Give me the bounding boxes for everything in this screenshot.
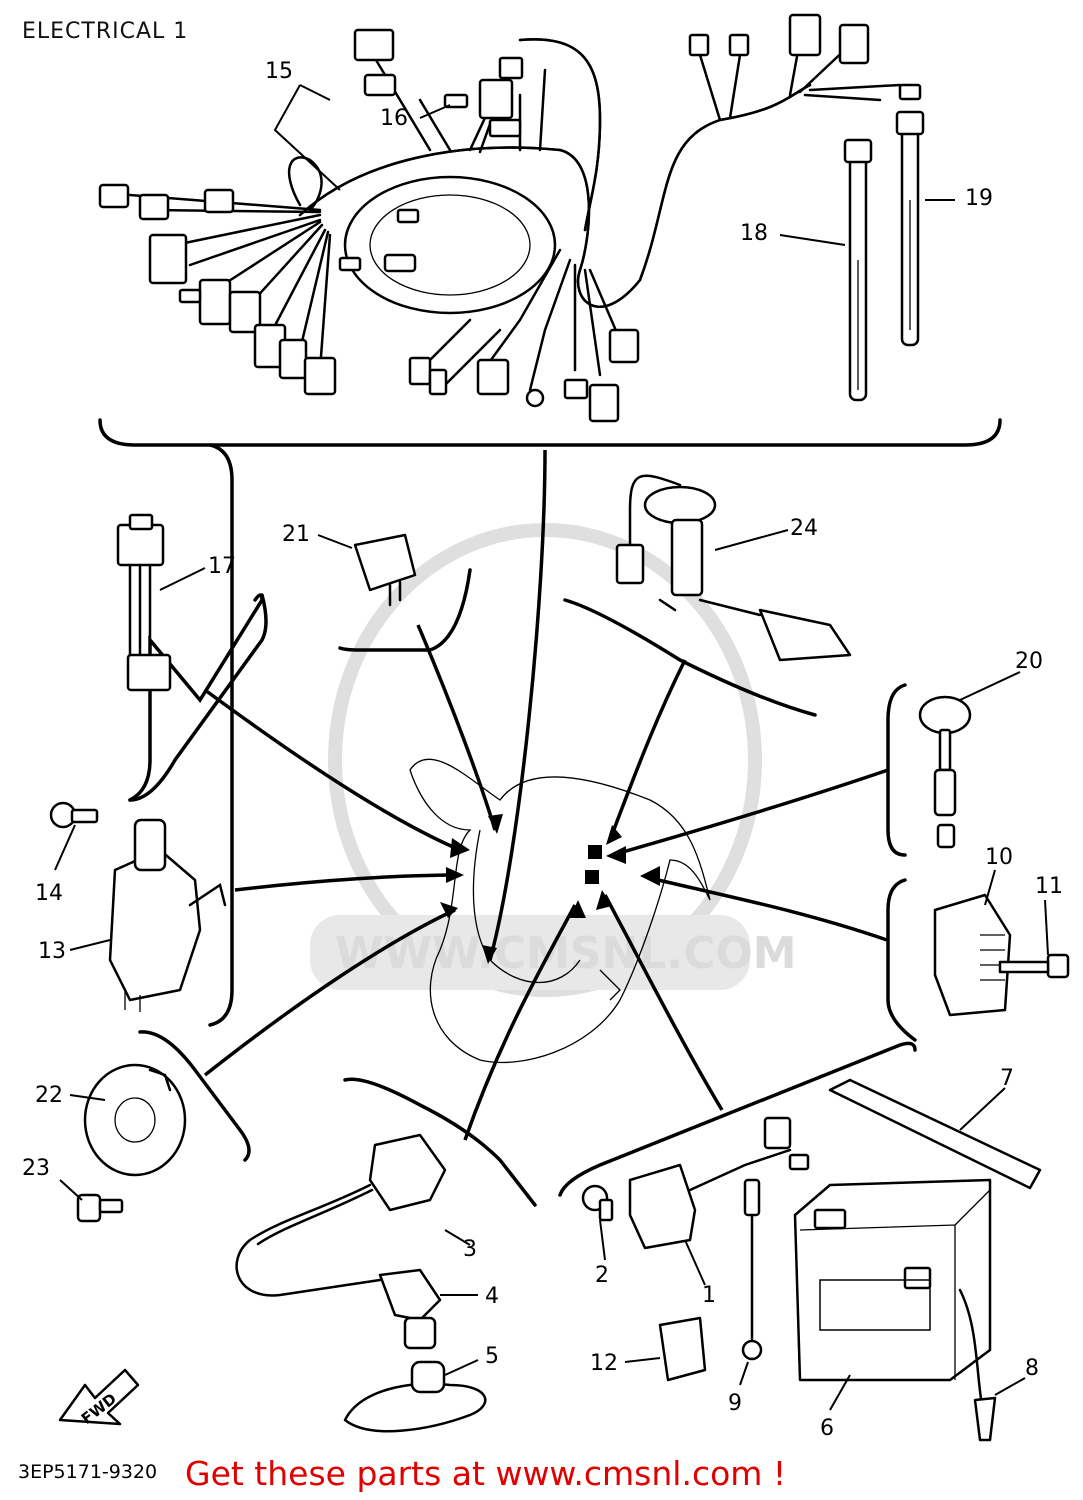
forward-arrow: FWD	[58, 1368, 140, 1428]
leader-20	[959, 671, 1021, 701]
lead-9	[741, 1178, 763, 1361]
bracket-13	[208, 443, 234, 1027]
callout-13: 13	[38, 939, 66, 964]
callout-8: 8	[1025, 1356, 1039, 1381]
callout-21: 21	[282, 522, 310, 547]
leader-21	[317, 534, 353, 549]
callout-15: 15	[265, 59, 293, 84]
leader-15	[273, 84, 341, 191]
bracket-17b	[128, 593, 268, 802]
callout-19: 19	[965, 186, 993, 211]
callout-9: 9	[728, 1391, 742, 1416]
callout-labels: 1 2 3 4 5 6 7 8 9 10 11 12 13 14 15 16 1…	[22, 59, 1063, 1441]
sub-lead-17	[116, 513, 172, 692]
strap-7	[828, 1078, 1042, 1190]
leader-7	[959, 1087, 1006, 1131]
leader-10	[984, 869, 996, 906]
relay-12	[658, 1316, 707, 1382]
callout-5: 5	[485, 1344, 499, 1369]
bracket-24	[563, 598, 817, 717]
leader-12	[624, 1357, 661, 1363]
harness-bracket	[98, 418, 1002, 447]
plug-cap-4	[378, 1268, 442, 1350]
rectifier-10	[933, 893, 1012, 1017]
leader-23	[59, 1179, 83, 1201]
callout-10: 10	[985, 845, 1013, 870]
callout-24: 24	[790, 516, 818, 541]
leader-2	[599, 1219, 606, 1261]
bracket-3	[343, 1077, 537, 1207]
callout-1: 1	[702, 1283, 716, 1308]
leader-8	[994, 1377, 1026, 1396]
leader-1	[684, 1239, 706, 1286]
leader-5	[444, 1359, 479, 1376]
callout-14: 14	[35, 881, 63, 906]
sensor-20	[918, 695, 972, 849]
relay-21	[353, 533, 417, 607]
fuel-sender-24	[615, 474, 852, 662]
callout-11: 11	[1035, 874, 1063, 899]
watermark: WWW.CMSNL.COM	[310, 523, 797, 997]
diagram-title: ELECTRICAL 1	[22, 19, 188, 44]
callout-3: 3	[463, 1237, 477, 1262]
promo-link[interactable]: Get these parts at www.cmsnl.com !	[185, 1454, 786, 1493]
bracket-22	[138, 1030, 251, 1162]
leader-24	[714, 529, 789, 551]
bracket-10	[886, 878, 917, 1042]
leader-6	[829, 1374, 851, 1411]
leader-17	[159, 567, 206, 591]
main-switch-13	[108, 818, 227, 1012]
cdi-unit-1	[628, 1116, 810, 1250]
pointer-rays	[203, 449, 889, 1141]
breather-8	[958, 1288, 997, 1442]
callout-12: 12	[590, 1351, 618, 1376]
leader-18	[779, 234, 846, 246]
bolt-2	[581, 1184, 614, 1222]
callout-6: 6	[820, 1416, 834, 1441]
screw-11	[998, 953, 1070, 979]
battery-6	[793, 1178, 992, 1382]
part-code: 3EP5171-9320	[18, 1461, 157, 1483]
callout-22: 22	[35, 1083, 63, 1108]
bolt-14	[49, 801, 99, 829]
cable-tie-19	[895, 110, 925, 347]
leader-16	[419, 104, 451, 119]
ignition-coil-3	[235, 1133, 447, 1297]
leader-9	[739, 1361, 749, 1386]
horn-22	[83, 1063, 187, 1177]
watermark-text: WWW.CMSNL.COM	[335, 928, 797, 979]
leader-3	[444, 1229, 471, 1246]
bolt-23	[76, 1193, 124, 1223]
arrow-heads	[440, 814, 660, 964]
cable-tie-18	[843, 138, 873, 402]
bracket-20	[886, 683, 907, 857]
callout-4: 4	[485, 1284, 499, 1309]
callout-18: 18	[740, 221, 768, 246]
callout-20: 20	[1015, 649, 1043, 674]
leader-13	[69, 939, 111, 951]
leader-22	[69, 1094, 106, 1101]
callout-7: 7	[1000, 1066, 1014, 1091]
leader-11	[1044, 899, 1049, 956]
bracket-1	[558, 1041, 917, 1197]
seal-5	[343, 1360, 487, 1433]
bracket-21	[338, 568, 472, 652]
callout-17: 17	[208, 554, 236, 579]
wire-harness	[98, 13, 922, 423]
callout-16: 16	[380, 106, 408, 131]
bracket-17	[128, 593, 264, 802]
callout-23: 23	[22, 1156, 50, 1181]
leader-14	[54, 824, 76, 871]
callout-2: 2	[595, 1263, 609, 1288]
